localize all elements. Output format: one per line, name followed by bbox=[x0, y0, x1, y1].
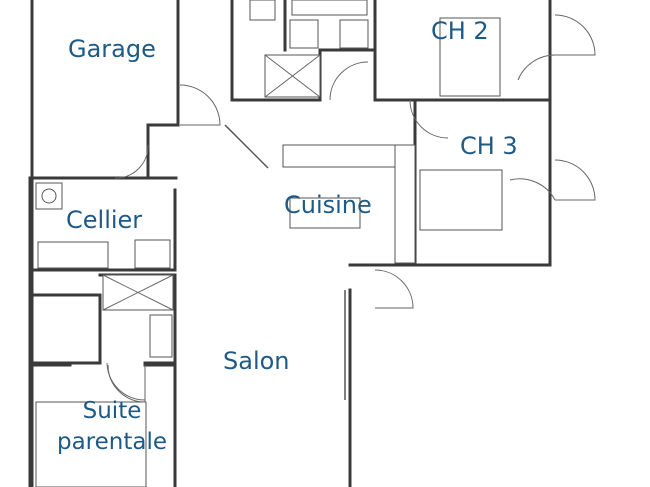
kitchen-island bbox=[289, 197, 361, 229]
cellier-walls bbox=[30, 176, 178, 272]
room-label-suite-line1: Suite bbox=[82, 398, 142, 424]
ch3-door-swing bbox=[554, 159, 596, 201]
room-label-ch3: CH 3 bbox=[460, 132, 518, 160]
room-label-salon: Salon bbox=[223, 347, 290, 375]
ch2-door-swing-2 bbox=[517, 54, 556, 81]
top-shower-diag2 bbox=[264, 54, 321, 98]
room-label-suite-parentale: Suite parentale bbox=[56, 396, 168, 458]
bath-door-swing bbox=[329, 61, 369, 101]
ch3-door-swing-2 bbox=[509, 178, 556, 201]
cellier-sink bbox=[134, 239, 171, 269]
room-label-cellier: Cellier bbox=[66, 206, 143, 234]
salon-door-swing bbox=[374, 269, 414, 309]
suite-bath-door-swing bbox=[106, 362, 146, 401]
ch2-entry-swing bbox=[409, 99, 449, 139]
ch2-bed bbox=[439, 17, 501, 97]
ch2-door-swing bbox=[554, 14, 596, 56]
suite-bed bbox=[35, 401, 147, 487]
cellier-appliance bbox=[35, 182, 63, 210]
cellier-door-swing bbox=[114, 144, 149, 179]
garage-walls bbox=[30, 0, 180, 487]
top-bath bbox=[291, 0, 368, 16]
shower-left-diag2 bbox=[102, 274, 174, 311]
room-label-ch2: CH 2 bbox=[431, 17, 489, 45]
salon-east-wall bbox=[348, 263, 417, 487]
entrance-door bbox=[224, 124, 269, 169]
bath-left bbox=[149, 314, 173, 358]
kitchen-counter-side bbox=[394, 144, 416, 264]
room-label-cuisine: Cuisine bbox=[284, 191, 372, 219]
room-label-suite-line2: parentale bbox=[56, 429, 168, 456]
top-sink-1 bbox=[289, 19, 319, 49]
ch3-bed bbox=[419, 169, 503, 231]
cellier-counter bbox=[37, 241, 109, 269]
room-label-garage: Garage bbox=[68, 35, 156, 63]
cellier-appliance-circle bbox=[41, 188, 57, 204]
top-sink-2 bbox=[339, 19, 369, 49]
ch2-walls bbox=[373, 0, 552, 102]
suite-walls bbox=[30, 363, 177, 487]
top-toilet bbox=[249, 0, 276, 21]
garage-door-swing bbox=[179, 84, 221, 126]
